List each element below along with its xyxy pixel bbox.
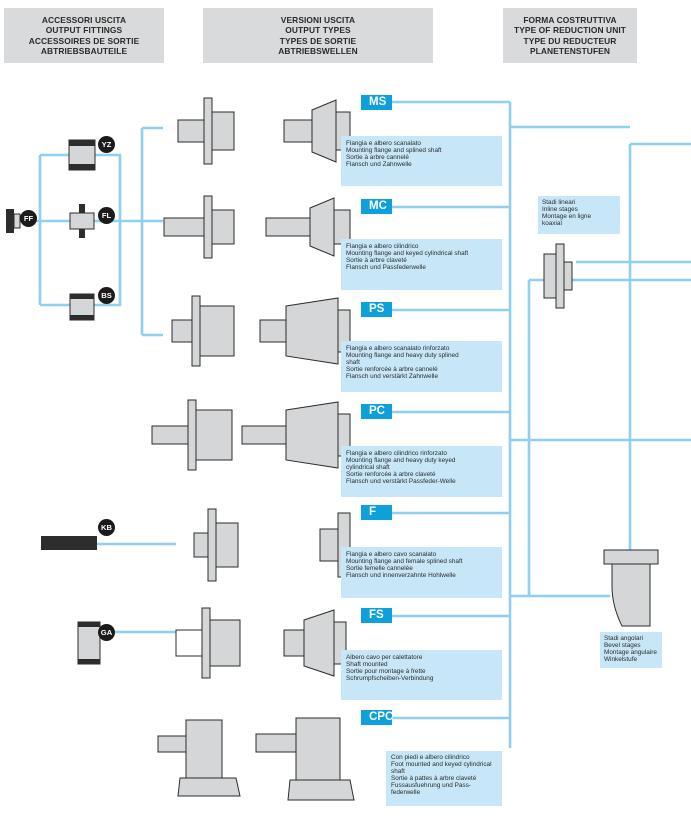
version-desc-cpc: Con piedi e albero cilindrico Foot mount…	[386, 751, 502, 806]
desc-line: Schrumpfscheiben-Verbindung	[346, 675, 434, 683]
header-line: ABTRIEBSBAUTEILE	[40, 46, 128, 56]
ps-left-drawing	[171, 295, 235, 367]
badge-bs[interactable]: BS	[98, 287, 115, 304]
header-line: OUTPUT TYPES	[285, 25, 351, 35]
desc-line: Flangia e albero cilindrico rinforzato	[346, 450, 447, 457]
desc-line: cylindrical shaft	[346, 464, 390, 472]
f-left-drawing	[193, 508, 239, 582]
desc-line: Mounting flange and keyed cylindrical sh…	[346, 250, 469, 258]
header-line: ACCESSOIRES DE SORTIE	[28, 35, 140, 46]
version-tag-ps[interactable]: PS	[361, 302, 392, 317]
desc-line: Sortie pour montage à frette	[346, 668, 426, 676]
badge-yz[interactable]: YZ	[98, 136, 115, 153]
desc-line: Mounting flange and female splined shaft	[346, 558, 463, 566]
version-desc-ps: Flangia e albero scanalato rinforzato Mo…	[341, 341, 502, 392]
header-line: TYPES DE SORTIE	[279, 35, 357, 46]
desc-line: Sortie renforcée à arbre cannelé	[346, 366, 438, 374]
stage-line: Winkelstufe	[604, 656, 638, 664]
desc-line: Flangia e albero cavo scanalato	[346, 551, 437, 558]
version-desc-pc: Flangia e albero cilindrico rinforzato M…	[341, 446, 502, 497]
stage-line: koaxial	[542, 220, 562, 228]
version-tag-mc[interactable]: MC	[361, 199, 392, 214]
desc-line: Fussausfuehrung und Pass-	[391, 782, 471, 790]
desc-line: Flangia e albero cilindrico	[346, 243, 419, 250]
bevel-stages-box: Stadi angolari Bevel stages Montage angu…	[600, 632, 662, 668]
desc-line: Sortie renforcée à arbre claveté	[346, 471, 436, 479]
inline-stage-drawing	[543, 243, 573, 309]
header-line: TYPE DU REDUCTEUR	[523, 35, 617, 46]
desc-line: federwelle	[391, 789, 421, 797]
desc-line: Flangia e albero scanalato rinforzato	[346, 345, 450, 352]
version-tag-cpc[interactable]: CPC	[361, 710, 393, 725]
pc-left-drawing	[151, 399, 233, 471]
desc-line: Flangia e albero scanalato	[346, 140, 421, 147]
desc-line: Flansch und innenverzahnte Hohlwelle	[346, 572, 456, 580]
desc-line: Flansch und verstärkt Passfeder-Welle	[346, 478, 456, 486]
version-desc-ms: Flangia e albero scanalato Mounting flan…	[341, 136, 502, 186]
mc-right-drawing	[265, 197, 351, 257]
desc-line: shaft	[346, 359, 360, 367]
ms-left-drawing	[177, 97, 235, 165]
bevel-stage-drawing	[603, 549, 659, 627]
cpc-right-drawing	[255, 717, 355, 801]
version-tag-fs[interactable]: FS	[361, 608, 392, 623]
version-desc-fs: Albero cavo per calettatore Shaft mounte…	[341, 650, 502, 700]
stage-line: Bevel stages	[604, 642, 641, 650]
header-output-types: VERSIONI USCITA OUTPUT TYPES TYPES DE SO…	[203, 8, 433, 63]
desc-line: Flansch und Passfederwelle	[346, 264, 426, 272]
desc-line: Flansch und verstärkt Zahnwelle	[346, 373, 438, 381]
desc-line: Mounting flange and heavy duty keyed	[346, 457, 456, 465]
desc-line: Con piedi e albero cilindrico	[391, 754, 470, 761]
desc-line: Mounting flange and heavy duty splined	[346, 352, 459, 360]
desc-line: Albero cavo per calettatore	[346, 654, 423, 661]
header-reduction-unit: FORMA COSTRUTTIVA TYPE OF REDUCTION UNIT…	[503, 8, 637, 63]
header-line: VERSIONI USCITA	[280, 14, 356, 25]
stage-line: Montage en ligne	[542, 213, 592, 221]
bushing-bs-drawing	[69, 293, 95, 321]
desc-line: Sortie femelle cannelée	[346, 565, 413, 573]
stage-line: Stadi angolari	[604, 635, 644, 642]
mc-left-drawing	[163, 195, 235, 259]
cpc-left-drawing	[157, 719, 241, 797]
flange-fl-drawing	[69, 204, 95, 238]
badge-fl[interactable]: FL	[98, 207, 115, 224]
header-line: ACCESSORI USCITA	[41, 14, 127, 25]
version-tag-f[interactable]: F	[361, 505, 392, 520]
desc-line: shaft	[391, 768, 405, 776]
coupling-yz-drawing	[68, 139, 96, 171]
desc-line: Sortie à arbre claveté	[346, 257, 407, 265]
shrink-disc-ga-drawing	[77, 621, 101, 665]
fs-left-drawing	[175, 607, 241, 679]
desc-line: Flansch und Zahnwelle	[346, 161, 412, 169]
pc-right-drawing	[241, 401, 351, 469]
version-desc-f: Flangia e albero cavo scanalato Mounting…	[341, 547, 502, 598]
desc-line: Sortie à arbre cannelé	[346, 154, 409, 162]
badge-kb[interactable]: KB	[98, 519, 115, 536]
header-line: OUTPUT FITTINGS	[45, 25, 123, 35]
header-line: PLANETENSTUFEN	[529, 46, 611, 56]
splined-bar-kb-drawing	[41, 536, 97, 550]
stage-line: Montage angulaire	[604, 649, 657, 657]
desc-line: Sortie à pattes à arbre claveté	[391, 775, 477, 783]
stage-line: Stadi lineari	[542, 199, 576, 206]
header-line: TYPE OF REDUCTION UNIT	[513, 25, 626, 35]
badge-ff[interactable]: FF	[20, 210, 37, 227]
header-line: ABTRIEBSWELLEN	[278, 46, 358, 56]
version-desc-mc: Flangia e albero cilindrico Mounting fla…	[341, 239, 502, 290]
header-line: FORMA COSTRUTTIVA	[523, 14, 617, 25]
badge-ga[interactable]: GA	[98, 624, 115, 641]
desc-line: Foot mounted and keyed cylindrical	[391, 761, 492, 769]
flange-accessory-drawing	[6, 209, 21, 233]
stage-line: Inline stages	[542, 206, 578, 214]
version-tag-ms[interactable]: MS	[361, 95, 392, 110]
desc-line: Shaft mounted	[346, 661, 388, 669]
desc-line: Mounting flange and splined shaft	[346, 147, 442, 155]
version-tag-pc[interactable]: PC	[361, 404, 392, 419]
inline-stages-box: Stadi lineari Inline stages Montage en l…	[538, 196, 620, 234]
header-output-fittings: ACCESSORI USCITA OUTPUT FITTINGS ACCESSO…	[4, 8, 164, 63]
